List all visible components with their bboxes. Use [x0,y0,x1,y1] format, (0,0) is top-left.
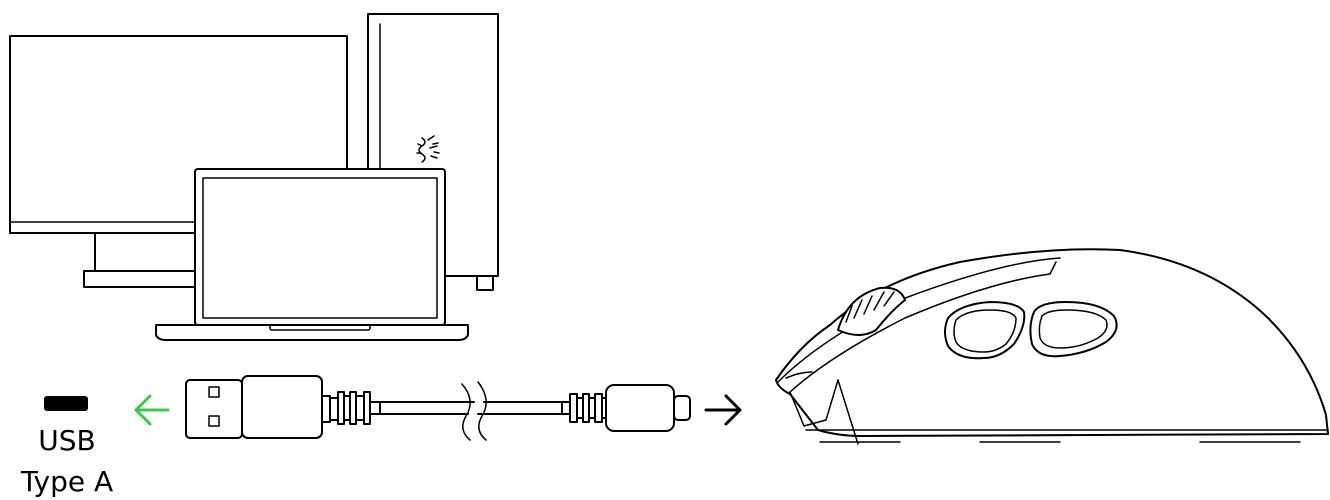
usb-port-icon [44,396,88,411]
razer-logo-icon [416,135,440,163]
side-button-forward [1029,301,1118,358]
usb-a-plug [185,375,381,439]
arrow-left-icon [134,394,170,426]
mouse [775,248,1329,445]
port-label-line2: Type A [20,465,113,498]
usb-c-plug [561,384,691,432]
laptop [155,168,469,341]
side-button-back [944,301,1026,360]
arrow-right-icon [704,394,742,426]
port-label-line1: USB [38,424,95,457]
usb-port: USB Type A [20,396,113,498]
scroll-wheel [837,286,906,336]
cable [379,381,563,441]
